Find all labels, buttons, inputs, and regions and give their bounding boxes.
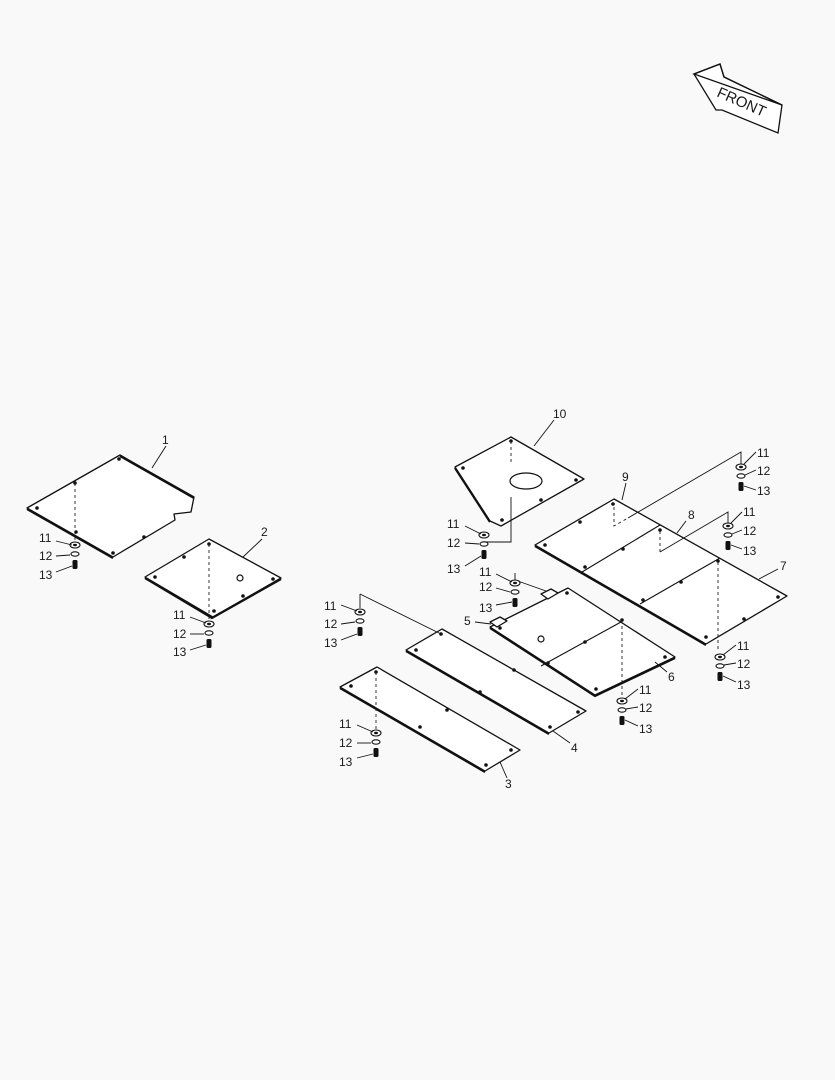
callout-2: 2 xyxy=(242,525,268,558)
fastener-labels-plate-7-top: 11 12 13 xyxy=(743,446,771,498)
callout-6-label: 6 xyxy=(668,670,675,684)
plate-1 xyxy=(26,454,195,559)
label-12: 12 xyxy=(324,617,338,631)
fastener-labels-plate-4: 11 12 13 xyxy=(324,599,358,650)
label-12: 12 xyxy=(737,657,751,671)
fastener-labels-plate-10: 11 12 13 xyxy=(447,517,482,576)
callout-9: 9 xyxy=(621,470,629,501)
callout-4-label: 4 xyxy=(571,741,578,755)
label-13: 13 xyxy=(447,562,461,576)
label-12: 12 xyxy=(339,736,353,750)
fastener-labels-plate-8: 11 12 13 xyxy=(730,505,757,558)
fastener-stack xyxy=(722,522,734,550)
fastener-labels-plate-7-bottom: 11 12 13 xyxy=(722,639,751,692)
callout-5-label: 5 xyxy=(464,614,471,628)
callout-2-label: 2 xyxy=(261,525,268,539)
plate-4 xyxy=(359,593,587,735)
label-11: 11 xyxy=(639,683,652,697)
fastener-labels-plate-2: 11 12 13 xyxy=(173,608,207,659)
label-11: 11 xyxy=(39,531,52,545)
callout-7-label: 7 xyxy=(780,559,787,573)
fastener-labels-plate-6-right: 11 12 13 xyxy=(624,683,653,736)
plate-2 xyxy=(144,538,282,620)
label-12: 12 xyxy=(447,536,461,550)
label-13: 13 xyxy=(173,645,187,659)
callout-10-label: 10 xyxy=(553,407,567,421)
label-13: 13 xyxy=(639,722,653,736)
label-12: 12 xyxy=(639,701,653,715)
fastener-stack xyxy=(735,463,747,491)
label-11: 11 xyxy=(339,717,352,731)
fastener-labels-plate-6-left: 11 12 13 xyxy=(479,565,513,615)
label-11: 11 xyxy=(737,639,750,653)
callout-3: 3 xyxy=(499,761,512,791)
fastener-stack xyxy=(509,573,521,607)
label-13: 13 xyxy=(737,678,751,692)
label-13: 13 xyxy=(757,484,771,498)
callout-10: 10 xyxy=(533,407,567,447)
callout-4: 4 xyxy=(552,730,578,755)
plate-10 xyxy=(454,436,585,543)
label-13: 13 xyxy=(743,544,757,558)
label-11: 11 xyxy=(479,565,492,579)
label-12: 12 xyxy=(479,580,493,594)
plate-6 xyxy=(489,587,676,698)
label-13: 13 xyxy=(324,636,338,650)
front-direction-arrow: FRONT xyxy=(692,63,783,134)
fastener-stack xyxy=(616,697,628,725)
fastener-stack xyxy=(714,653,726,681)
fastener-stack xyxy=(203,620,215,648)
label-13: 13 xyxy=(479,601,493,615)
label-11: 11 xyxy=(324,599,337,613)
callout-6: 6 xyxy=(654,661,675,684)
callout-8-label: 8 xyxy=(688,508,695,522)
callout-1: 1 xyxy=(151,433,169,469)
callout-8: 8 xyxy=(676,508,695,534)
label-11: 11 xyxy=(757,446,770,460)
label-13: 13 xyxy=(339,755,353,769)
label-12: 12 xyxy=(173,627,187,641)
plate-3 xyxy=(339,666,521,773)
label-13: 13 xyxy=(39,568,53,582)
label-11: 11 xyxy=(173,608,186,622)
callout-7: 7 xyxy=(758,559,787,580)
fastener-stack xyxy=(69,541,81,569)
label-12: 12 xyxy=(743,524,757,538)
callout-5: 5 xyxy=(464,614,492,628)
fastener-stack xyxy=(354,594,366,636)
callout-9-label: 9 xyxy=(622,470,629,484)
label-11: 11 xyxy=(743,505,756,519)
label-11: 11 xyxy=(447,517,460,531)
label-12: 12 xyxy=(39,549,53,563)
fastener-labels-plate-3: 11 12 13 xyxy=(339,717,374,769)
callout-1-label: 1 xyxy=(162,433,169,447)
fastener-stack xyxy=(478,531,490,559)
plate-7 xyxy=(534,451,788,652)
label-12: 12 xyxy=(757,464,771,478)
callout-3-label: 3 xyxy=(505,777,512,791)
fastener-labels-plate-1: 11 12 13 xyxy=(39,531,73,582)
fastener-stack xyxy=(370,729,382,757)
